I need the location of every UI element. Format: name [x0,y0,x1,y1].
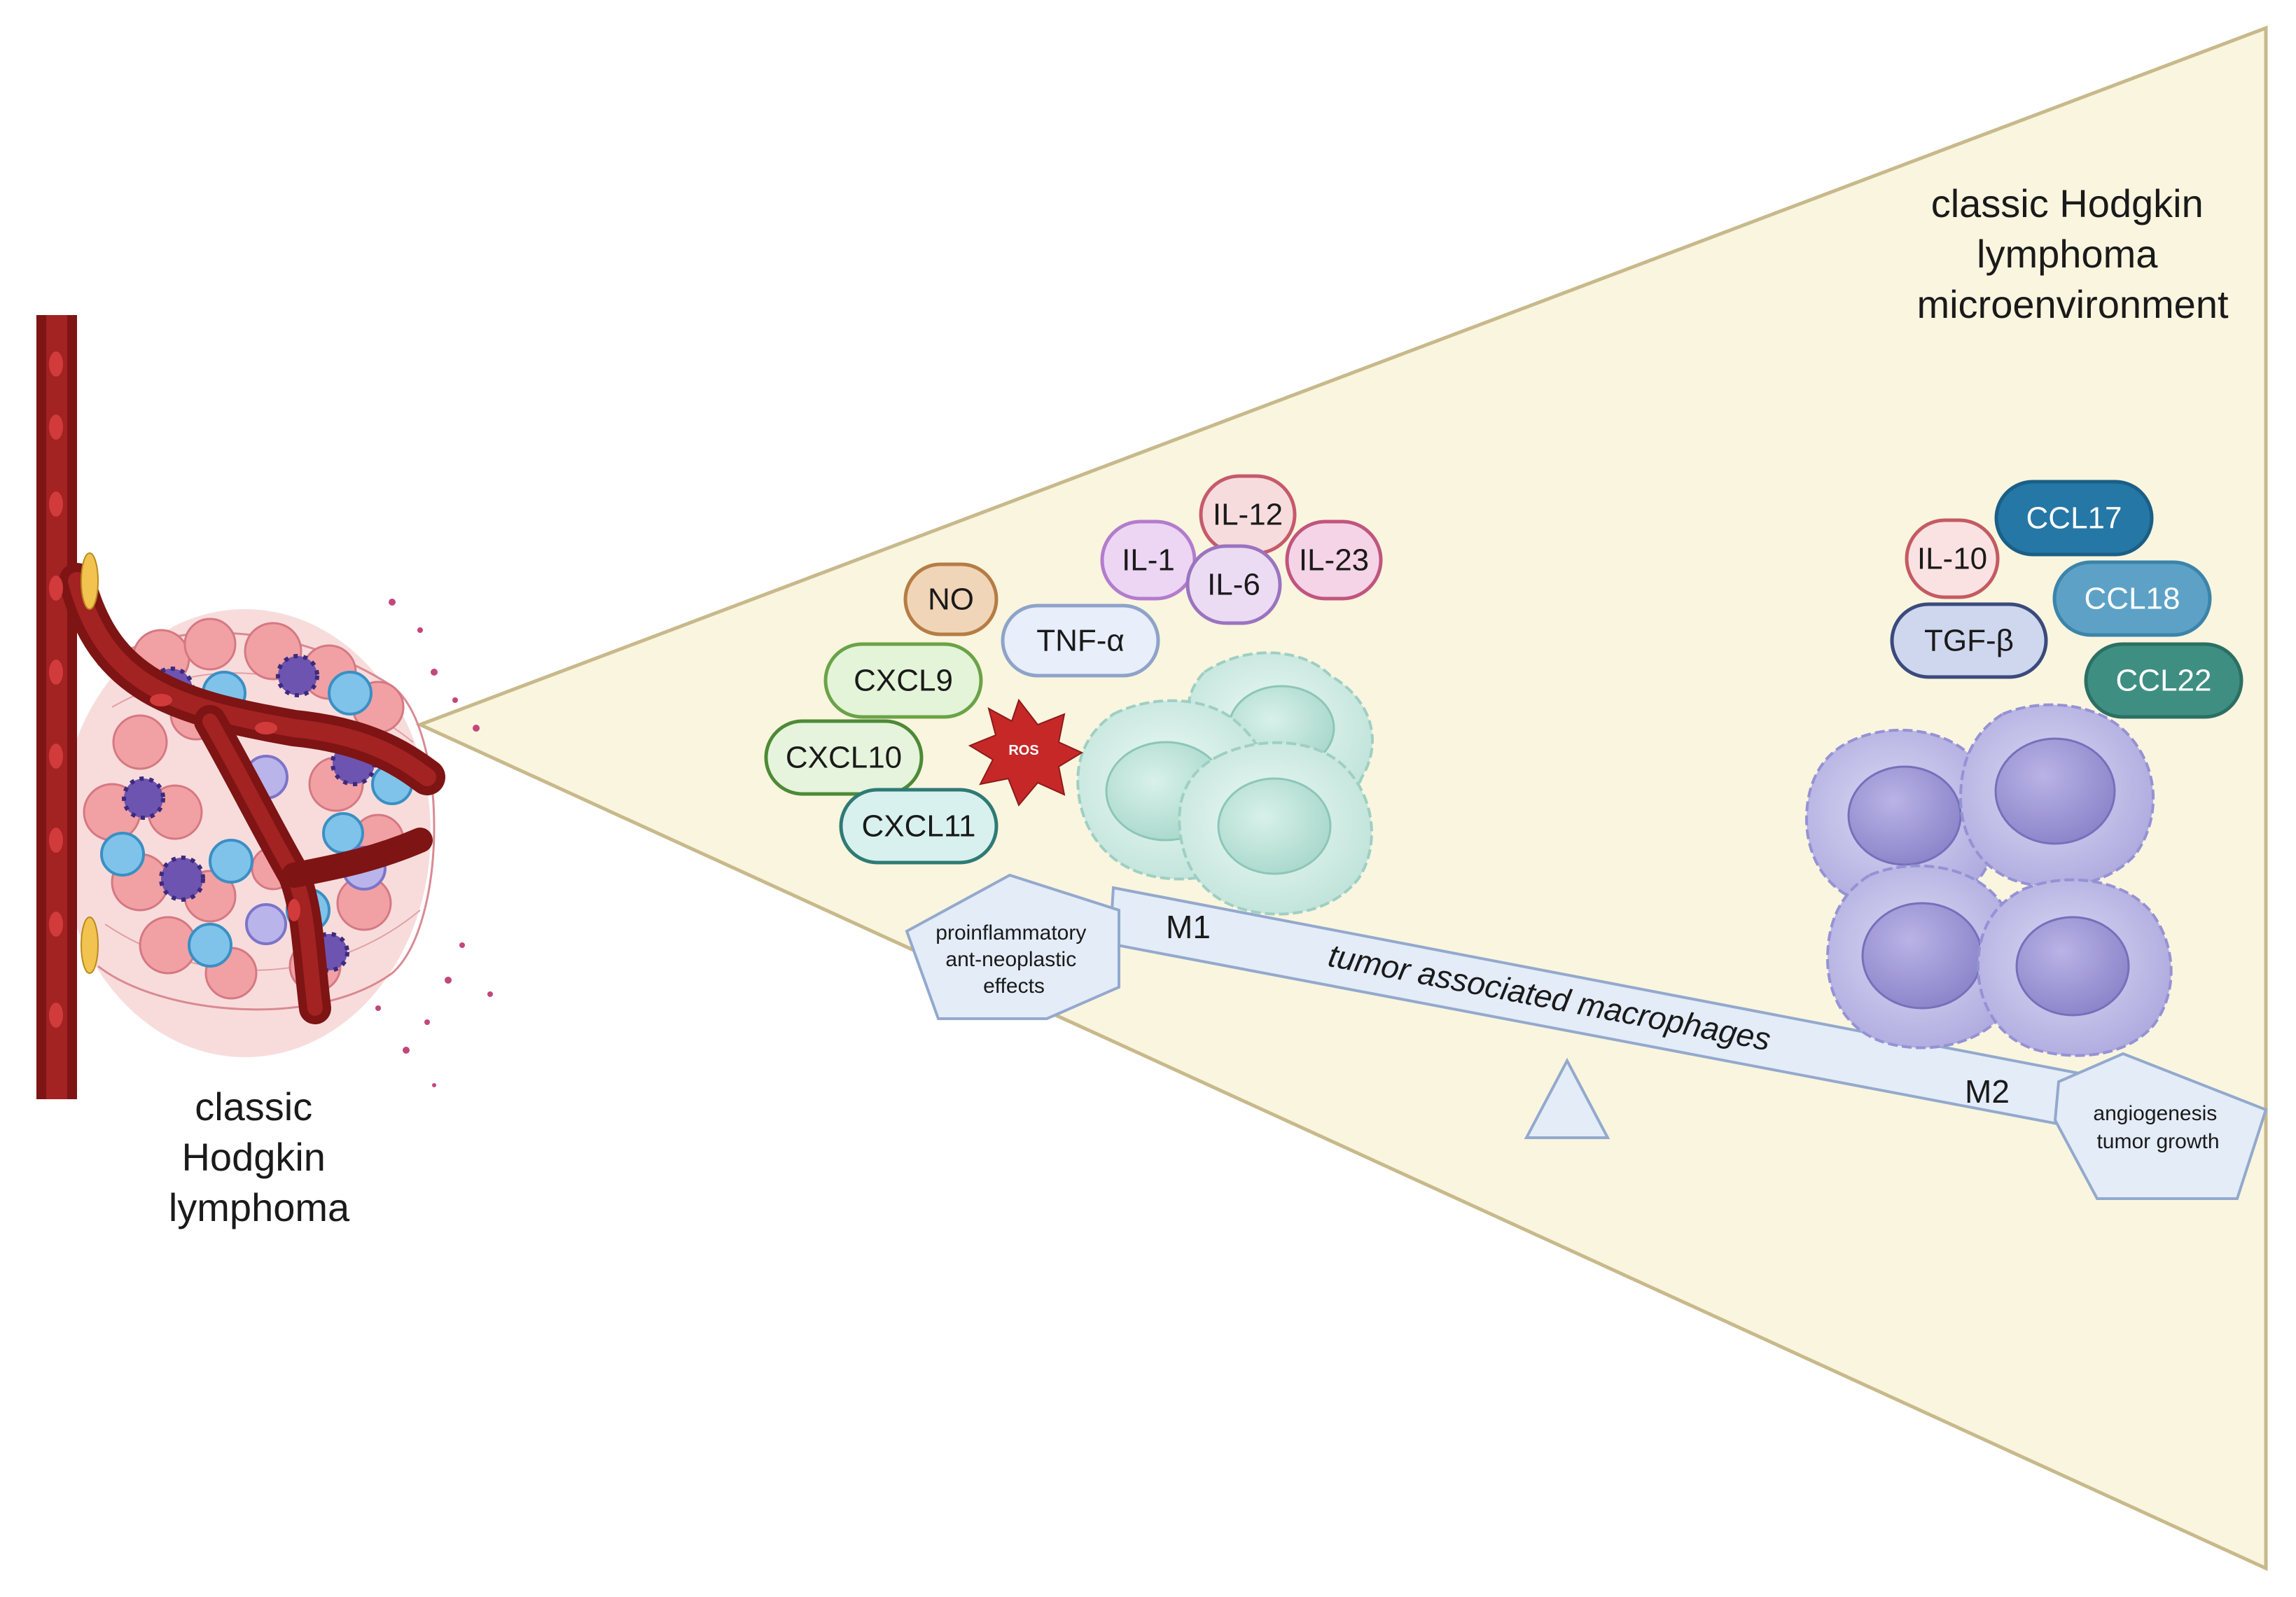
tumor-tissue-illustration [36,315,493,1099]
m2-effect-line: angiogenesis [2093,1102,2217,1125]
cytokine-tnf: TNF-α [1001,604,1160,678]
cytokine-label: IL-23 [1299,543,1369,578]
cytokine-label: IL-12 [1213,498,1283,532]
cytokine-no: NO [903,562,999,636]
m2-macrophage [1804,728,2000,909]
m2-effect-line: tumor growth [2096,1130,2219,1153]
cytokine-ccl22: CCL22 [2084,642,2243,719]
cytokine-pill [839,788,999,865]
left-label-line: lymphoma [169,1185,350,1229]
cytokine-label: CXCL10 [786,741,902,775]
cytokine-pill [1905,518,2000,599]
cytokine-cxcl9: CXCL9 [823,642,983,719]
cytokine-pill [1890,602,2048,679]
cytokine-pill [903,562,999,636]
m2-macrophage [1976,878,2173,1057]
cytokine-pill [2084,642,2243,719]
microenvironment-title: classic Hodgkin lymphoma microenvironmen… [1916,181,2228,326]
cytokine-pill [764,719,924,796]
cytokine-il-23: IL-23 [1285,519,1383,601]
cytokine-cxcl10: CXCL10 [764,719,924,796]
cytokine-tgf: TGF-β [1890,602,2048,679]
cytokine-cxcl11: CXCL11 [839,788,999,865]
m2-macrophage-cluster [1804,703,2173,1057]
m1-effect-line: ant-neoplastic [945,948,1076,971]
cytokine-pill [823,642,983,719]
cytokine-label: CCL18 [2085,582,2180,616]
cytokine-ccl18: CCL18 [2052,560,2212,637]
cytokine-il-12: IL-12 [1199,474,1297,555]
m1-effects-text: proinflammatory ant-neoplastic effects [935,921,1092,998]
cytokine-il-10: IL-10 [1905,518,2000,599]
left-label-line: Hodgkin [181,1135,325,1179]
cytokine-pill [2052,560,2212,637]
m2-effects-text: angiogenesis tumor growth [2093,1102,2222,1153]
ros-label: ROS [1008,743,1038,758]
m1-effect-line: proinflammatory [935,921,1086,944]
cytokine-label: CCL22 [2116,664,2212,698]
cytokine-il-6: IL-6 [1185,544,1282,625]
cytokine-pill [1001,604,1160,678]
title-line: classic Hodgkin [1931,181,2204,225]
ros-icon [968,698,1084,807]
cytokine-label: IL-6 [1207,568,1260,602]
title-line: microenvironment [1916,282,2228,326]
cytokine-label: CXCL11 [861,809,975,844]
cytokine-label: TGF-β [1924,624,2014,658]
m2-effects-badge: angiogenesis tumor growth [2053,1052,2268,1200]
cytokine-ccl17: CCL17 [1994,480,2154,557]
cytokine-pill [1994,480,2154,557]
cytokine-label: IL-1 [1122,543,1175,578]
fulcrum [1524,1057,1610,1139]
cytokine-il-1: IL-1 [1100,519,1197,601]
m1-effects-badge: proinflammatory ant-neoplastic effects [905,873,1120,1020]
cytokine-pill [1185,544,1282,625]
cytokine-pill [1285,519,1383,601]
cytokine-label: TNF-α [1036,624,1125,658]
m2-macrophage [1825,864,2022,1049]
m1-effect-line: effects [983,975,1045,998]
cytokine-label: CXCL9 [854,664,953,698]
m1-macrophage [1178,741,1373,916]
m2-macrophage [1958,703,2155,888]
cytokine-label: IL-10 [1917,542,1987,576]
m1-macrophage-cluster [1076,651,1374,916]
m2-label: M2 [1965,1073,2010,1110]
ros-burst: ROS [968,698,1084,807]
left-label: classic Hodgkin lymphoma [169,1085,350,1229]
cytokine-label: CCL17 [2026,501,2122,536]
cytokine-label: NO [928,583,974,617]
title-line: lymphoma [1977,232,2158,276]
left-label-line: classic [195,1085,312,1129]
m1-label: M1 [1166,909,1211,945]
